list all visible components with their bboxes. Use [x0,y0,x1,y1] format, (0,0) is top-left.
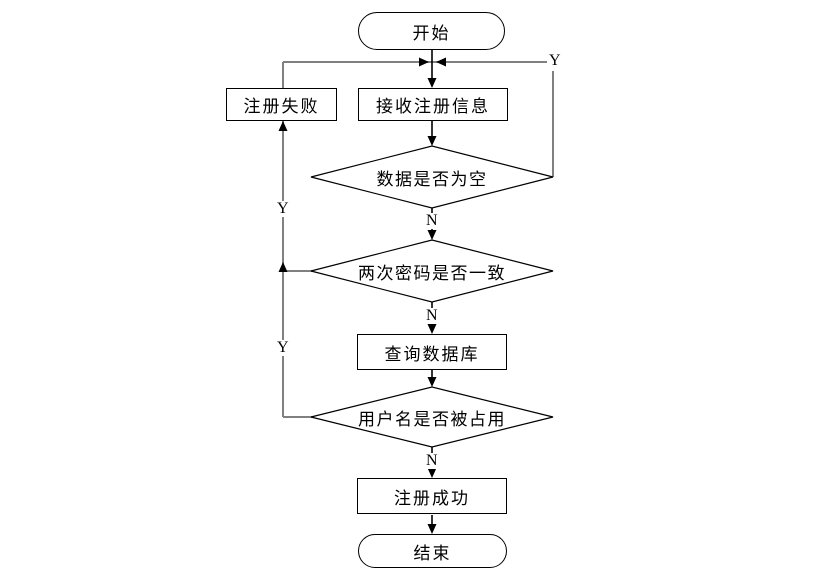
decision-password-match-label: 两次密码是否一致 [358,263,506,283]
diamond-data-empty [310,145,554,209]
arrowhead-down-receive [427,78,437,88]
decision-data-empty-label: 数据是否为空 [376,169,488,189]
arrowhead-down-empty [427,136,437,146]
arrowhead-down-success [427,468,437,478]
arrowhead-right-merge-top [419,57,429,67]
register-success-node: 注册成功 [357,478,507,514]
edge-label-empty-yes: Y [547,52,563,69]
decision-diamonds [310,145,554,448]
edge-label-empty-no: N [424,212,440,229]
arrowhead-left-merge-top [436,57,446,67]
register-fail-node: 注册失败 [226,88,337,121]
arrowhead-up-merge-left [278,262,288,272]
diamond-username-taken [310,386,554,448]
arrowhead-down-query [427,324,437,334]
decision-username-taken-label: 用户名是否被占用 [358,409,506,429]
edge-label-password-no: N [424,307,440,324]
edge-label-username-yes: Y [275,339,291,356]
start-node: 开始 [358,12,505,50]
arrowhead-up-fail [278,121,288,131]
arrowheads [278,57,446,534]
edge-label-username-no: N [424,452,440,469]
arrowhead-down-username [427,377,437,387]
diamond-password-match [310,239,554,303]
edge-label-password-yes: Y [275,200,291,217]
query-database-node: 查询数据库 [357,334,507,370]
arrowhead-down-end [427,524,437,534]
receive-info-node: 接收注册信息 [358,88,508,121]
arrowhead-down-password [427,230,437,240]
end-node: 结束 [358,534,507,568]
